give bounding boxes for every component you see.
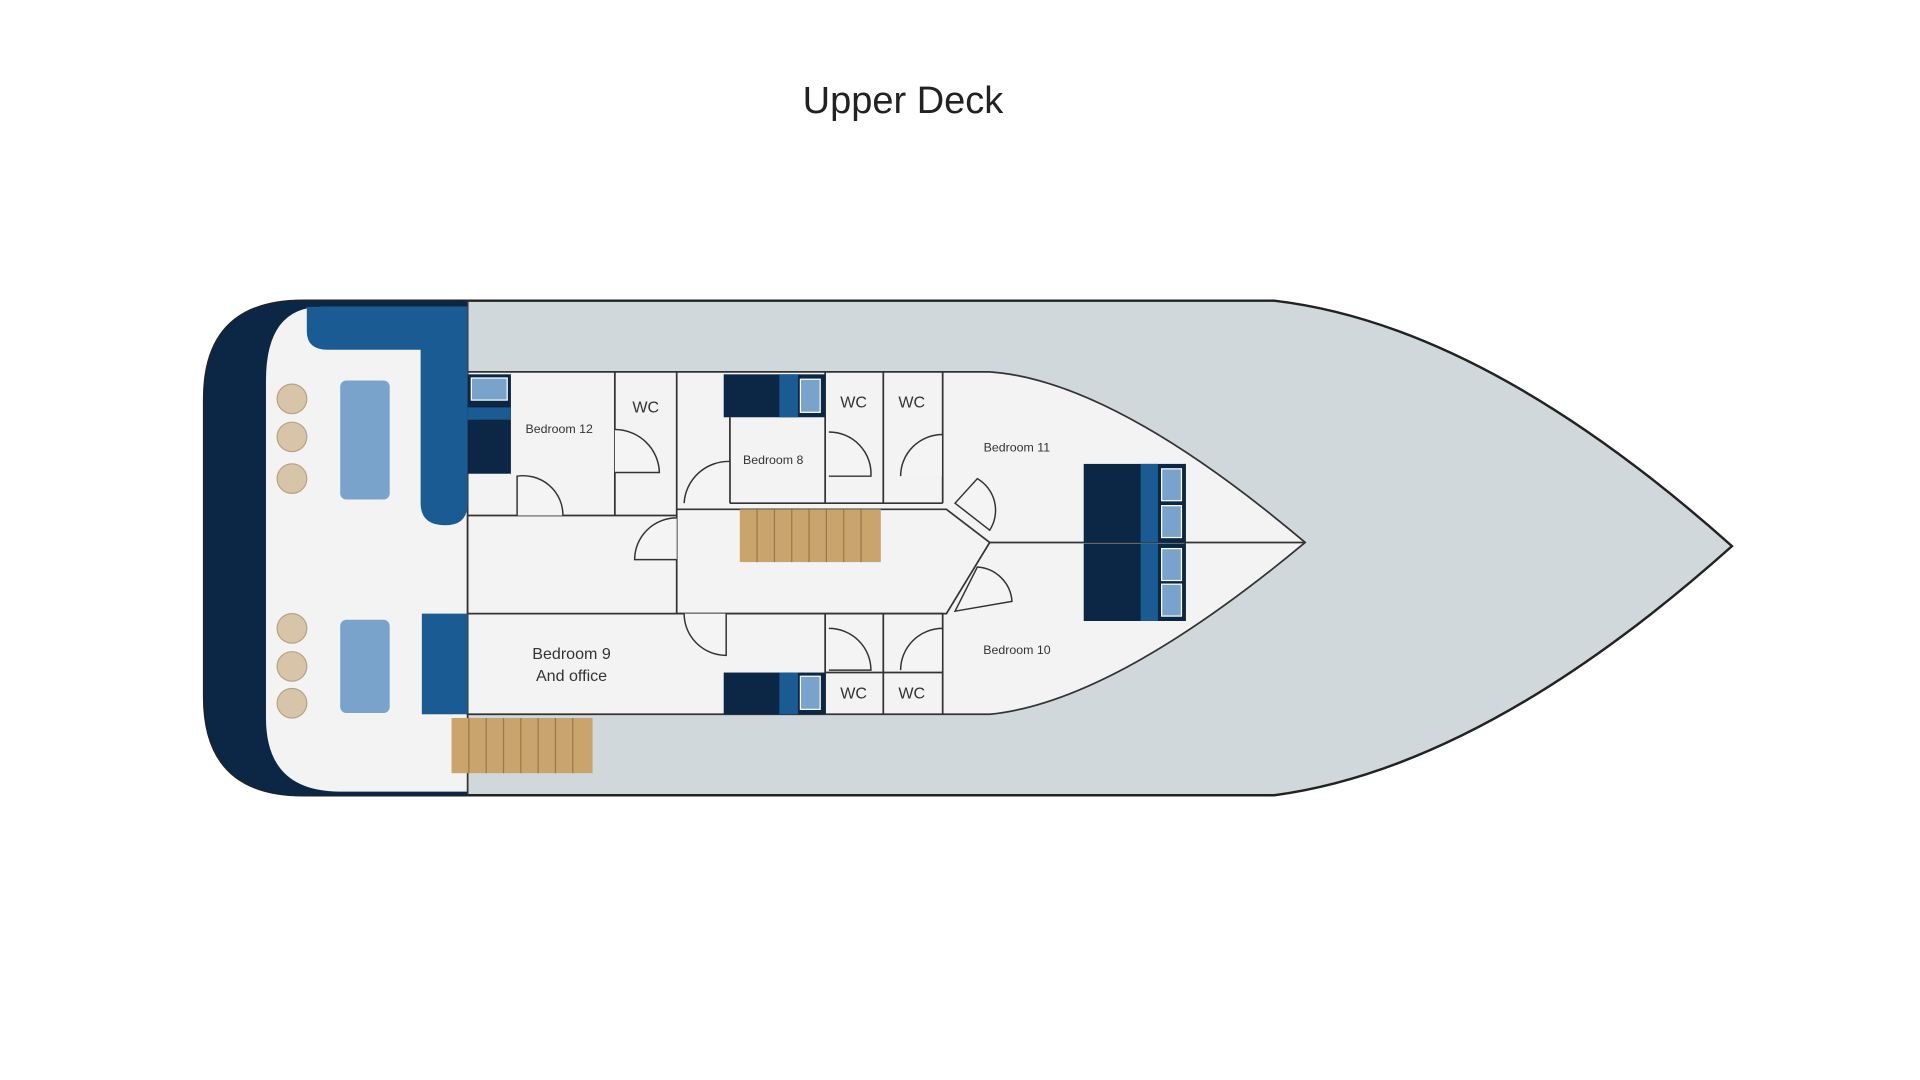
room-label-bedroom-11: Bedroom 11 — [984, 441, 1051, 455]
sofa — [340, 619, 390, 714]
room-label-bedroom-12: Bedroom 12 — [526, 422, 593, 436]
beds — [467, 374, 1186, 715]
stools — [276, 383, 308, 719]
bench — [421, 613, 468, 715]
doors — [516, 428, 1013, 671]
wc-label: WC — [840, 685, 867, 702]
wc-label: WC — [840, 395, 867, 412]
wc-label: WC — [898, 685, 925, 702]
wc-label: WC — [632, 399, 659, 416]
stern-deck — [265, 306, 468, 792]
deck-title: Upper Deck — [802, 80, 1004, 122]
sofa — [340, 380, 390, 500]
stairs-side — [451, 717, 593, 774]
room-label-bedroom-10: Bedroom 10 — [983, 643, 1050, 657]
room-label-bedroom-8: Bedroom 8 — [743, 453, 804, 467]
wc-label: WC — [898, 395, 925, 412]
room-label-bedroom-9-office: And office — [536, 668, 607, 685]
room-label-bedroom-9: Bedroom 9 — [532, 646, 611, 663]
stairs-center — [739, 509, 881, 563]
bar-counter — [306, 306, 468, 526]
